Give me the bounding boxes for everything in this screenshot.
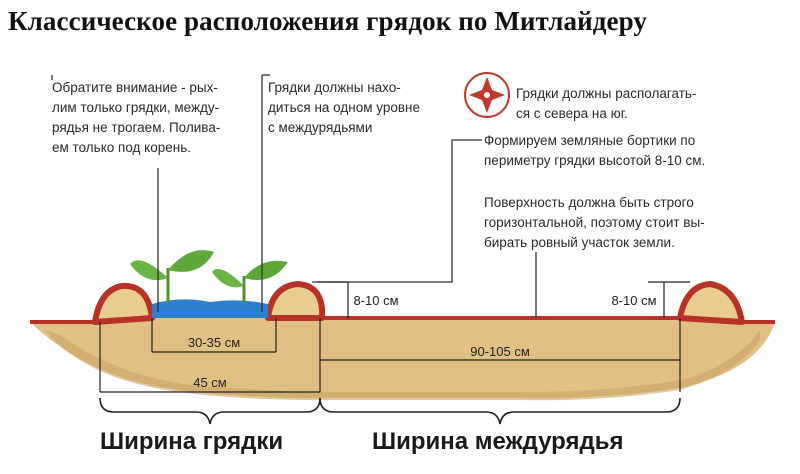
dim-aisle <box>320 318 681 392</box>
height-marker-right <box>648 281 690 318</box>
water-icon <box>152 299 268 318</box>
note-borders: Формируем земляные бортики по периметру … <box>484 133 706 168</box>
note-level: Грядки должны нахо- диться на одном уров… <box>268 80 420 135</box>
height-left-label: 8-10 см <box>353 293 398 308</box>
height-right-label: 8-10 см <box>611 293 656 308</box>
left-ridge <box>92 282 155 325</box>
right-ridge <box>677 281 745 325</box>
middle-ridge <box>265 281 326 321</box>
dim-inner <box>151 318 277 353</box>
dim-bed-label: 45 см <box>193 375 227 390</box>
note-watering: Обратите внимание - рых- лим только гряд… <box>52 80 221 155</box>
bed-width-label: Ширина грядки <box>100 428 284 455</box>
dim-aisle-label: 90-105 см <box>470 344 530 359</box>
dim-inner-label: 30-35 см <box>188 335 240 350</box>
compass-icon <box>464 72 510 118</box>
leader-lines <box>51 74 537 318</box>
note-orientation: Грядки должны располагать- ся с севера н… <box>516 86 697 121</box>
dim-bed <box>99 318 321 393</box>
height-marker-left <box>318 281 349 318</box>
bed-brace <box>99 397 321 425</box>
aisle-width-label: Ширина междурядья <box>372 428 624 455</box>
plant-right-icon <box>212 260 288 302</box>
aisle-brace <box>319 397 681 425</box>
note-surface: Поверхность должна быть строго горизонта… <box>484 195 705 250</box>
page-title: Классическое расположения грядок по Митл… <box>8 6 647 36</box>
